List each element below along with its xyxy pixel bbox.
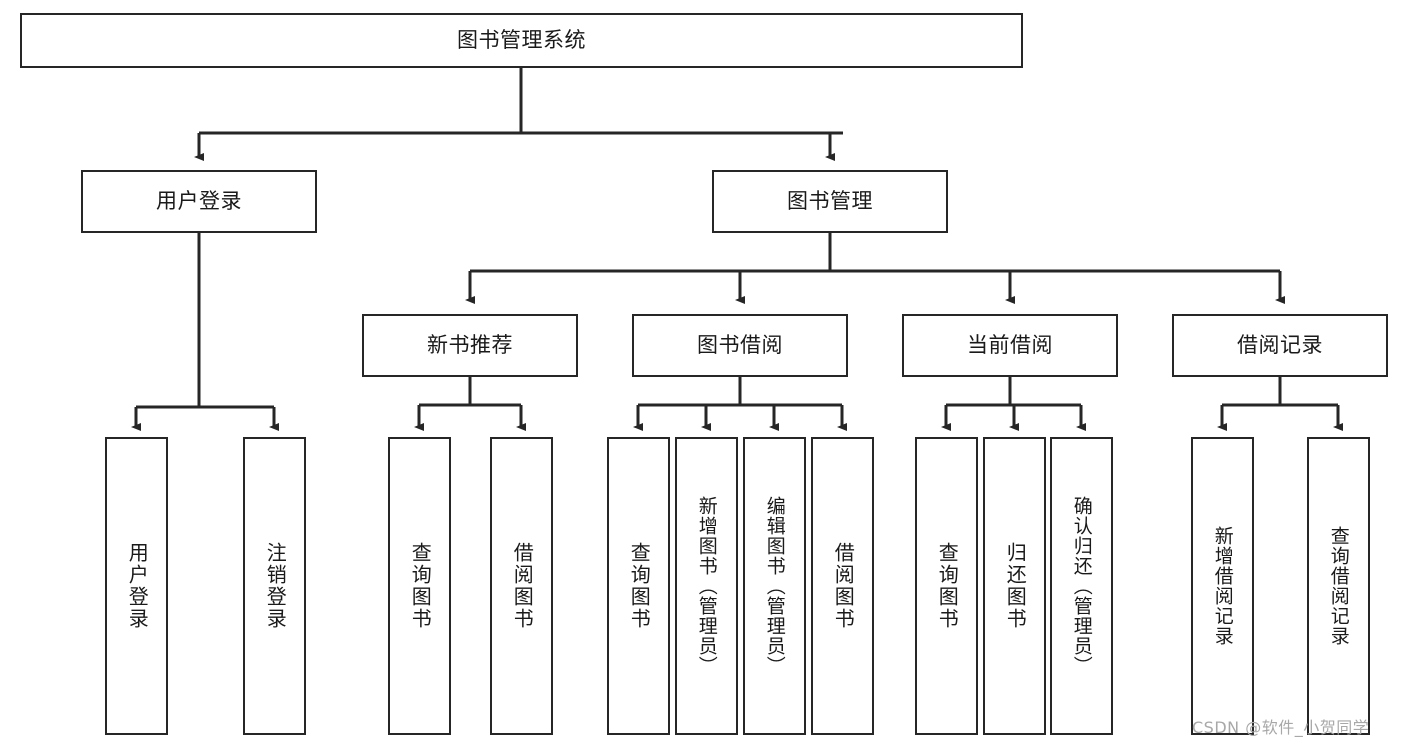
leaf-bb-query-book[interactable]: 查询图书 bbox=[607, 437, 670, 735]
node-root[interactable]: 图书管理系统 bbox=[20, 13, 1023, 68]
leaf-user-login[interactable]: 用户登录 bbox=[105, 437, 168, 735]
leaf-logout[interactable]: 注销登录 bbox=[243, 437, 306, 735]
node-user-login[interactable]: 用户登录 bbox=[81, 170, 317, 233]
node-root-label: 图书管理系统 bbox=[457, 27, 586, 52]
leaf-bb-add-book-label: 新增图书（管理员） bbox=[695, 496, 718, 676]
leaf-nb-query-book[interactable]: 查询图书 bbox=[388, 437, 451, 735]
leaf-logout-label: 注销登录 bbox=[263, 542, 288, 630]
leaf-cb-return-book[interactable]: 归还图书 bbox=[983, 437, 1046, 735]
leaf-cb-confirm-return[interactable]: 确认归还（管理员） bbox=[1050, 437, 1113, 735]
leaf-bb-query-book-label: 查询图书 bbox=[627, 542, 652, 630]
node-borrow-record-label: 借阅记录 bbox=[1237, 332, 1323, 357]
node-book-borrow-label: 图书借阅 bbox=[697, 332, 783, 357]
csdn-watermark: CSDN @软件_小贺同学 bbox=[1192, 718, 1370, 737]
leaf-nb-borrow-book-label: 借阅图书 bbox=[510, 542, 535, 630]
node-current-borrow[interactable]: 当前借阅 bbox=[902, 314, 1118, 377]
leaf-bb-borrow-book[interactable]: 借阅图书 bbox=[811, 437, 874, 735]
leaf-bb-edit-book-label: 编辑图书（管理员） bbox=[763, 496, 786, 676]
leaf-cb-query-book-label: 查询图书 bbox=[935, 542, 960, 630]
leaf-br-add-record-label: 新增借阅记录 bbox=[1211, 526, 1234, 646]
leaf-bb-add-book[interactable]: 新增图书（管理员） bbox=[675, 437, 738, 735]
node-user-login-label: 用户登录 bbox=[156, 188, 242, 213]
node-book-management[interactable]: 图书管理 bbox=[712, 170, 948, 233]
leaf-br-query-record[interactable]: 查询借阅记录 bbox=[1307, 437, 1370, 735]
leaf-user-login-label: 用户登录 bbox=[125, 542, 150, 630]
leaf-cb-confirm-return-label: 确认归还（管理员） bbox=[1070, 496, 1093, 676]
node-book-management-label: 图书管理 bbox=[787, 188, 873, 213]
node-current-borrow-label: 当前借阅 bbox=[967, 332, 1053, 357]
node-new-book-recommend-label: 新书推荐 bbox=[427, 332, 513, 357]
node-book-borrow[interactable]: 图书借阅 bbox=[632, 314, 848, 377]
leaf-cb-query-book[interactable]: 查询图书 bbox=[915, 437, 978, 735]
leaf-nb-query-book-label: 查询图书 bbox=[408, 542, 433, 630]
leaf-cb-return-book-label: 归还图书 bbox=[1003, 542, 1028, 630]
node-new-book-recommend[interactable]: 新书推荐 bbox=[362, 314, 578, 377]
node-borrow-record[interactable]: 借阅记录 bbox=[1172, 314, 1388, 377]
leaf-bb-borrow-book-label: 借阅图书 bbox=[831, 542, 856, 630]
leaf-br-query-record-label: 查询借阅记录 bbox=[1327, 526, 1350, 646]
leaf-bb-edit-book[interactable]: 编辑图书（管理员） bbox=[743, 437, 806, 735]
leaf-br-add-record[interactable]: 新增借阅记录 bbox=[1191, 437, 1254, 735]
leaf-nb-borrow-book[interactable]: 借阅图书 bbox=[490, 437, 553, 735]
